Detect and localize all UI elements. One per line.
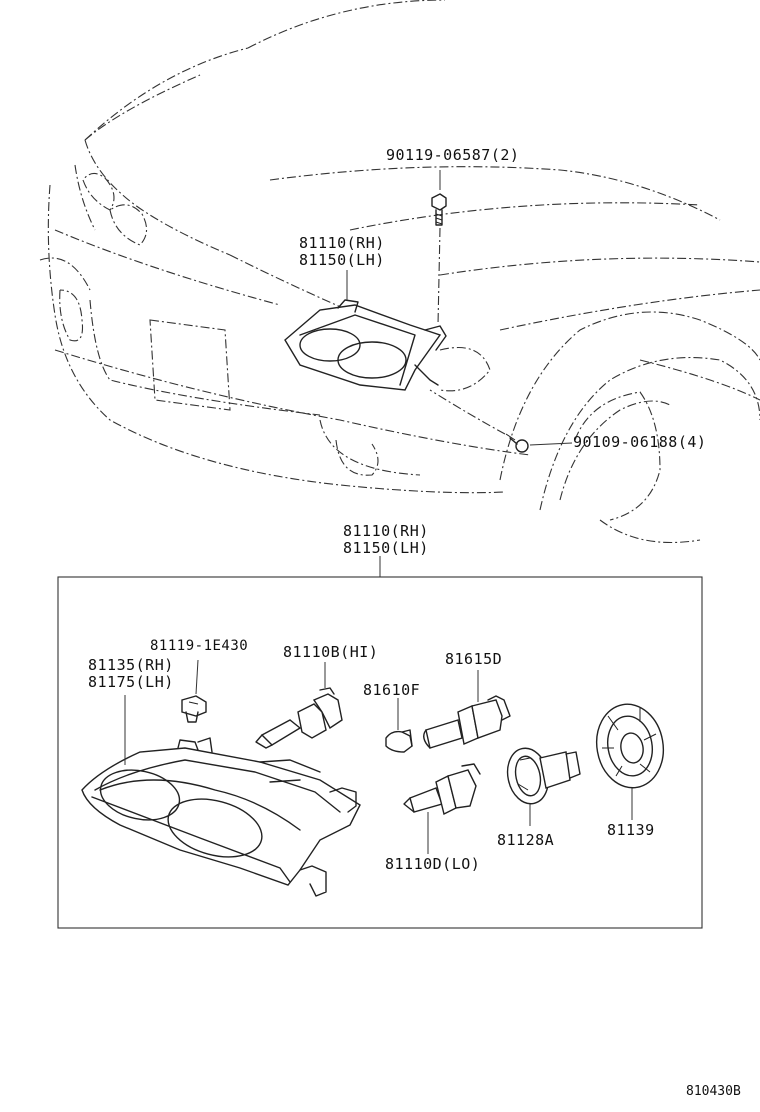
lo-beam-bulb-icon [403,763,481,816]
label-lens-rh: 81135(RH) [88,656,174,674]
label-lens-lh: 81175(LH) [88,673,174,691]
label-bulb-small: 81610F [363,681,421,699]
screw-leader [429,389,506,435]
label-screw-right: 90109-06188(4) [573,433,707,451]
clip-icon [181,695,207,723]
screw-icon [505,433,529,453]
bolt-leader [437,227,441,326]
label-cover: 81139 [607,821,655,839]
car-front-outline [39,0,760,544]
label-unit-rh-top: 81110(RH) [299,234,385,252]
screw-label-leader [529,442,573,446]
label-unit-lh-top: 81150(LH) [299,251,385,269]
label-bulb-hi: 81110B(HI) [283,643,379,661]
clip-leader [195,659,199,695]
small-bulb-icon [385,729,413,753]
cover-icon [595,703,665,789]
bolt-icon [431,193,447,226]
label-unit-lh-mid: 81150(LH) [343,539,429,557]
label-bolt-top: 90119-06587(2) [386,146,520,164]
figure-id: 810430B [686,1084,741,1099]
label-bulb-lo: 81110D(LO) [385,855,481,873]
label-bulb-615: 81615D [445,650,503,668]
socket-icon [506,747,581,805]
label-socket: 81128A [497,831,555,849]
label-unit-rh-mid: 81110(RH) [343,522,429,540]
bulb-81615d-icon [423,695,511,749]
headlamp-installed-view [284,299,447,391]
headlamp-lens-housing [81,737,361,897]
label-clip: 81119-1E430 [150,638,249,654]
hi-beam-bulb-icon [255,687,343,749]
